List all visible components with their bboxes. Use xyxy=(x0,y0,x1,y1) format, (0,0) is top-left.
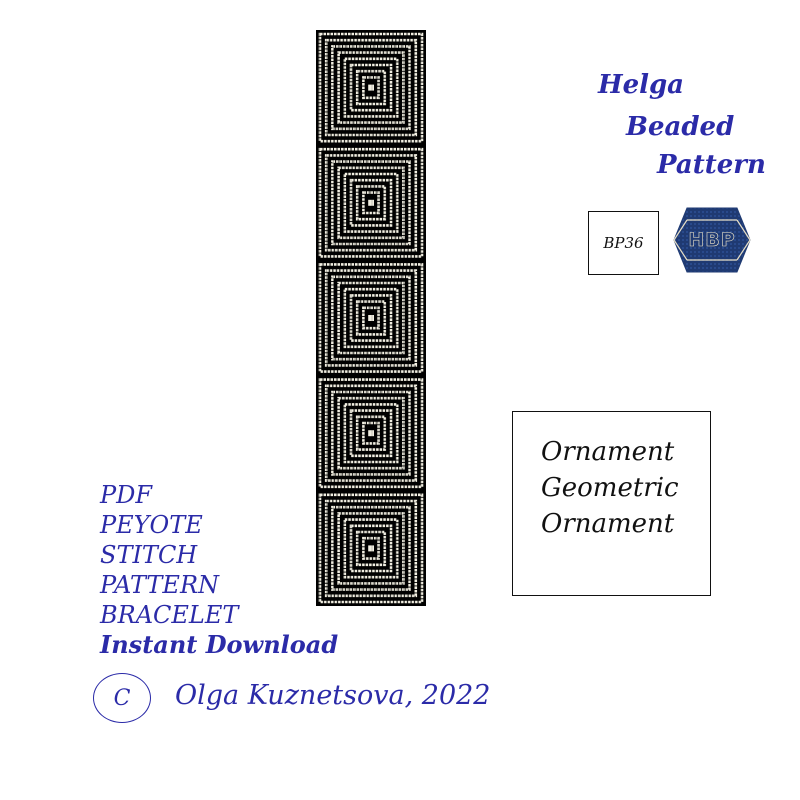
motif-concentric-squares xyxy=(318,493,424,604)
brand-title-pattern: Pattern xyxy=(657,150,766,180)
brand-title-beaded: Beaded xyxy=(626,112,735,142)
logo-text: HBP xyxy=(688,229,736,252)
desc-peyote: PEYOTE xyxy=(100,511,203,539)
ornament-line-2: Geometric xyxy=(541,473,679,503)
description-block: PDF PEYOTE STITCH PATTERN BRACELET Insta… xyxy=(100,480,338,660)
brand-title-helga: Helga xyxy=(598,70,685,100)
desc-instant-download: Instant Download xyxy=(100,630,339,659)
ornament-lines: Ornament Geometric Ornament xyxy=(541,434,679,542)
motif-concentric-squares xyxy=(318,32,424,143)
ornament-line-1: Ornament xyxy=(541,437,675,467)
ornament-line-3: Ornament xyxy=(541,509,675,539)
hbp-hexagon-logo-icon xyxy=(673,207,751,273)
hbp-logo: HBP xyxy=(673,206,751,274)
desc-bracelet: BRACELET xyxy=(100,601,239,629)
pattern-code-box: BP36 xyxy=(588,211,659,275)
desc-pdf: PDF xyxy=(100,481,153,509)
desc-stitch: STITCH xyxy=(100,541,198,569)
copyright-letter: C xyxy=(113,685,131,711)
copyright-icon: C xyxy=(93,673,151,723)
motif-concentric-squares xyxy=(318,378,424,489)
pattern-code: BP36 xyxy=(603,234,644,252)
desc-pattern: PATTERN xyxy=(100,571,220,599)
bead-grid-overlay xyxy=(316,30,425,606)
ornament-box: Ornament Geometric Ornament xyxy=(512,411,711,596)
author-credit: Olga Kuznetsova, 2022 xyxy=(175,680,491,711)
bead-strip-pattern xyxy=(316,30,426,606)
